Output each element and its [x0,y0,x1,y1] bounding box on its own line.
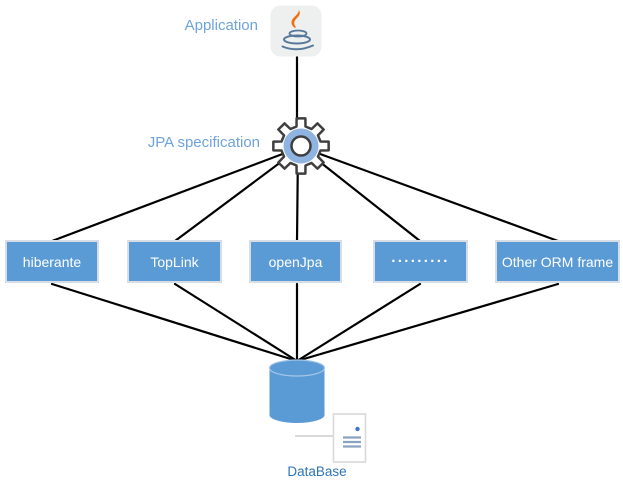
node-openjpa: openJpa [249,240,342,283]
server-icon [332,413,367,463]
node-label: TopLink [150,253,199,270]
node-label: hiberante [22,253,82,270]
node-other-orm: Other ORM frame [495,240,620,283]
jpa-specification-label: JPA specification [147,134,260,151]
node-label: Other ORM frame [501,253,614,270]
application-label: Application [184,17,258,34]
node-ellipsis: ········· [373,240,468,283]
connector-line [295,282,560,363]
gear-icon [272,117,330,175]
connector-line [50,282,299,363]
connector-line [173,282,299,363]
node-label: ········· [391,253,450,270]
connector-line [299,145,560,243]
node-toplink: TopLink [127,240,222,283]
node-label: openJpa [268,253,323,270]
database-label: DataBase [287,464,347,479]
java-logo-icon [270,5,322,57]
node-hibernate: hiberante [5,240,99,283]
connector-line [50,145,303,243]
database-cylinder-icon [268,359,326,423]
connector-line [295,282,422,363]
